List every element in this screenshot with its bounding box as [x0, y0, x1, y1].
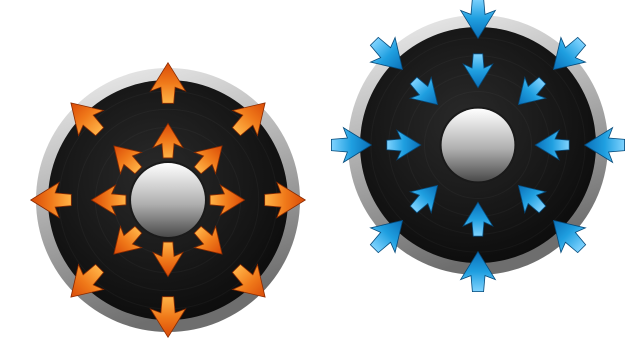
outward-arrows-disc [31, 63, 306, 338]
center-hub [131, 163, 205, 237]
center-hub [442, 109, 515, 182]
inward-arrows-disc [331, 0, 624, 292]
